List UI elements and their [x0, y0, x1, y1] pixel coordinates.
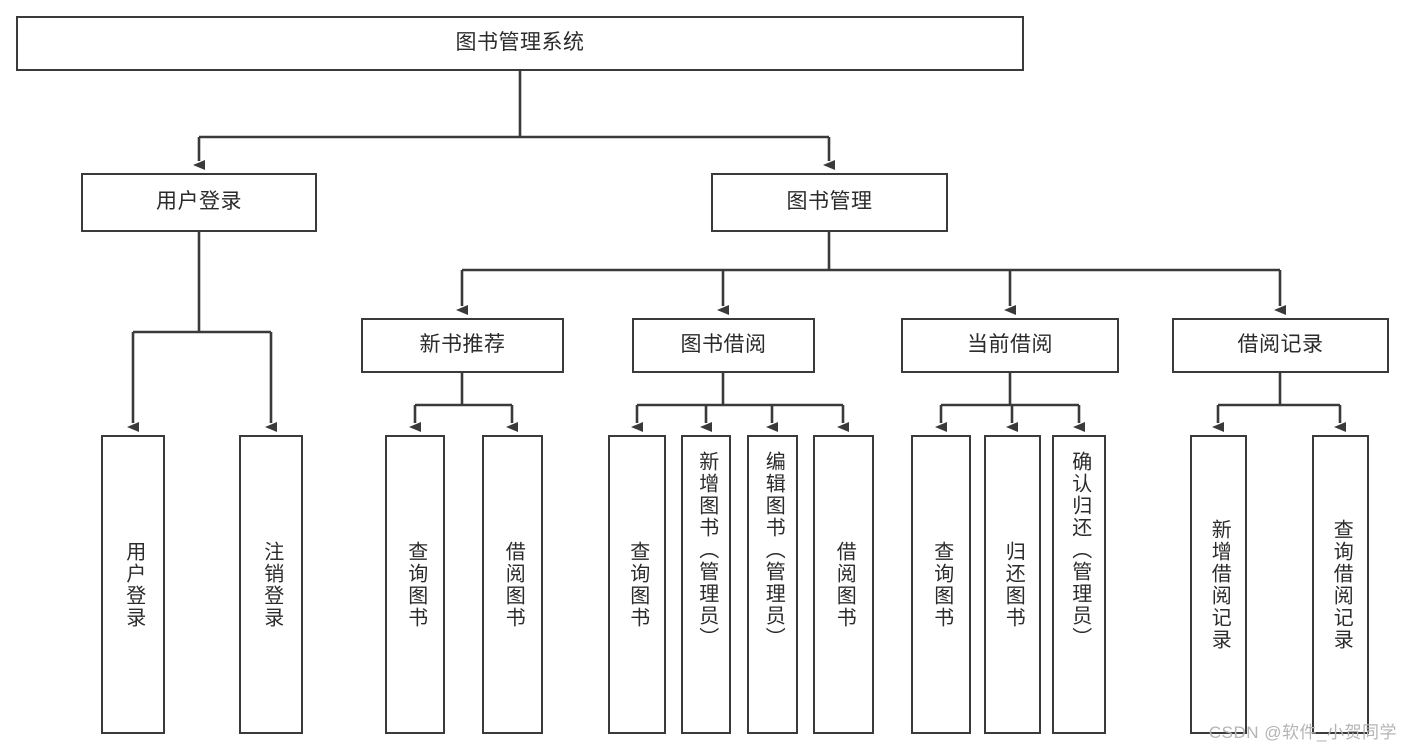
node-borrow-record[interactable]: 借阅记录 [1172, 318, 1389, 373]
leaf-return-book[interactable]: 归还图书 [984, 435, 1041, 734]
node-label: 新增借阅记录 [1208, 518, 1231, 651]
node-label: 图书管理系统 [455, 31, 585, 55]
node-label: 查询图书 [404, 540, 427, 629]
node-label: 查询借阅记录 [1330, 518, 1353, 651]
node-root[interactable]: 图书管理系统 [16, 16, 1024, 71]
node-label: 确认归还（管理员） [1068, 451, 1091, 649]
leaf-borrow-book[interactable]: 借阅图书 [813, 435, 874, 734]
node-label: 新增图书（管理员） [695, 451, 718, 649]
node-label: 图书管理 [786, 190, 873, 214]
node-label: 当前借阅 [967, 333, 1053, 357]
node-label: 图书借阅 [680, 333, 767, 357]
leaf-query-book-recommend[interactable]: 查询图书 [385, 435, 445, 734]
node-label: 借阅图书 [833, 540, 856, 629]
node-label: 查询图书 [626, 540, 649, 629]
leaf-query-book-current[interactable]: 查询图书 [911, 435, 971, 734]
leaf-add-borrow-record[interactable]: 新增借阅记录 [1190, 435, 1247, 734]
leaf-user-login[interactable]: 用户登录 [101, 435, 165, 734]
node-label: 归还图书 [1002, 540, 1025, 629]
node-label: 借阅图书 [502, 540, 525, 629]
leaf-query-borrow-record[interactable]: 查询借阅记录 [1312, 435, 1369, 734]
node-new-book-recommend[interactable]: 新书推荐 [361, 318, 564, 373]
leaf-user-logout[interactable]: 注销登录 [239, 435, 303, 734]
leaf-query-book-borrow[interactable]: 查询图书 [608, 435, 666, 734]
node-label: 用户登录 [122, 540, 145, 629]
node-book-borrow[interactable]: 图书借阅 [632, 318, 815, 373]
node-current-borrow[interactable]: 当前借阅 [901, 318, 1119, 373]
leaf-confirm-return-admin[interactable]: 确认归还（管理员） [1052, 435, 1106, 734]
node-label: 用户登录 [156, 190, 242, 214]
leaf-borrow-book-recommend[interactable]: 借阅图书 [482, 435, 543, 734]
node-user-login[interactable]: 用户登录 [81, 173, 317, 232]
leaf-edit-book-admin[interactable]: 编辑图书（管理员） [747, 435, 798, 734]
node-label: 注销登录 [260, 540, 283, 629]
leaf-add-book-admin[interactable]: 新增图书（管理员） [681, 435, 731, 734]
node-label: 借阅记录 [1237, 333, 1324, 357]
node-book-manage[interactable]: 图书管理 [711, 173, 948, 232]
node-label: 查询图书 [930, 540, 953, 629]
node-label: 编辑图书（管理员） [762, 451, 785, 649]
node-label: 新书推荐 [419, 333, 506, 357]
